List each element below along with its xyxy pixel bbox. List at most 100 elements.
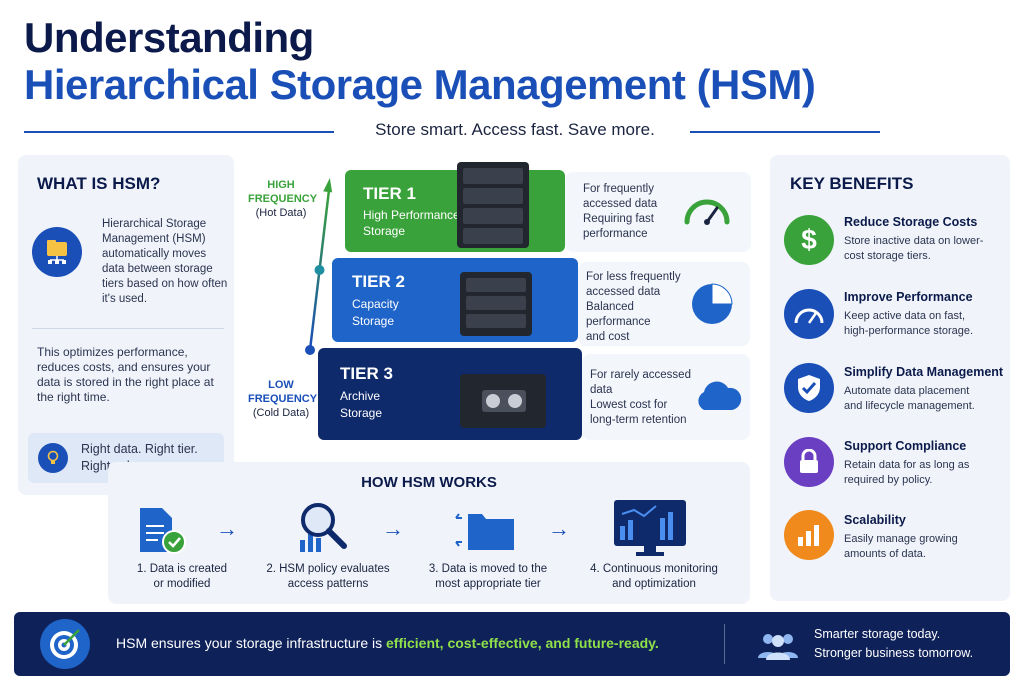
tier-2-desc-2: accessed data [586, 286, 661, 298]
benefit-3-line-2: and lifecycle management. [844, 400, 975, 412]
title-line-1: Understanding [24, 14, 314, 61]
tier-1-description: For frequently accessed data Requiring f… [565, 172, 751, 252]
title-rule-right [690, 131, 880, 133]
tier-3-line-2: Storage [340, 406, 383, 420]
callout-box: Right data. Right tier. Right value. [28, 433, 224, 483]
footer-highlight: efficient, cost-effective, and future-re… [386, 635, 659, 651]
benefit-3-title: Simplify Data Management [844, 365, 1004, 379]
key-benefits-panel: KEY BENEFITS $ Reduce Storage Costs Stor… [770, 155, 1010, 601]
pie-chart-icon [692, 283, 733, 324]
tier-1-name: TIER 1 [363, 184, 416, 203]
subtitle: Store smart. Access fast. Save more. [375, 120, 655, 139]
tier-1-desc-1: For frequently [583, 183, 654, 195]
step-2-line-1: 2. HSM policy evaluates [266, 563, 390, 575]
cold-data-note: (Cold Data) [252, 407, 310, 419]
benefit-4-line-2: required by policy. [844, 474, 933, 486]
tier-3-desc-2: data [590, 384, 613, 396]
tier-2-block: TIER 2 Capacity Storage [332, 258, 578, 342]
monitor-dashboard-icon [614, 500, 686, 556]
speedometer-icon [784, 289, 834, 339]
tier-2-description: For less frequently accessed data Balanc… [578, 262, 750, 346]
what-note: This optimizes performance, reduces cost… [37, 345, 214, 404]
low-label-line-1: LOW [268, 379, 294, 391]
benefit-4-line-1: Retain data for as long as [844, 459, 970, 471]
shield-check-icon [784, 363, 834, 413]
tier-1-desc-4: performance [583, 228, 648, 240]
dollar-icon: $ [784, 215, 834, 265]
tier-1-line-2: Storage [363, 224, 406, 238]
tier-2-desc-3: Balanced [586, 301, 634, 313]
tier-2-line-1: Capacity [352, 297, 399, 311]
tier-2-desc-5: and cost [586, 331, 630, 343]
high-label-line-2: FREQUENCY [248, 193, 318, 205]
step-4-line-1: 4. Continuous monitoring [590, 563, 718, 575]
benefit-5-desc: Easily manage growing amounts of data. [844, 532, 958, 562]
tier-1-desc-2: accessed data [583, 198, 658, 210]
footer-divider [724, 624, 725, 664]
what-description: Hierarchical Storage Management (HSM) au… [102, 218, 228, 305]
title-rule-left [24, 131, 334, 133]
tier-1-block: TIER 1 High Performance Storage [345, 162, 565, 252]
benefit-1-line-1: Store inactive data on lower- [844, 235, 984, 247]
footer-message: HSM ensures your storage infrastructure … [116, 635, 659, 651]
lock-icon [784, 437, 834, 487]
step-1-line-2: or modified [153, 578, 211, 590]
how-heading: HOW HSM WORKS [361, 474, 497, 491]
lightbulb-icon [38, 443, 68, 473]
footer-right-line-2: Stronger business tomorrow. [814, 646, 974, 660]
folder-move-icon [455, 513, 514, 550]
benefit-1-title: Reduce Storage Costs [844, 215, 978, 229]
users-group-icon [758, 634, 798, 660]
arrow-right-icon: → [548, 516, 570, 541]
low-frequency-label: LOW FREQUENCY (Cold Data) [248, 378, 317, 420]
benefit-2-desc: Keep active data on fast, high-performan… [844, 309, 973, 339]
hot-data-note: (Hot Data) [255, 207, 307, 219]
server-rack-icon [457, 162, 529, 248]
tier-3-line-1: Archive [340, 389, 381, 403]
divider [32, 328, 224, 329]
benefit-4-desc: Retain data for as long as required by p… [844, 458, 969, 488]
bar-chart-icon [784, 510, 834, 560]
step-3-line-1: 3. Data is moved to the [428, 563, 548, 575]
benefit-5-line-1: Easily manage growing [844, 533, 958, 545]
magnifier-chart-icon [300, 503, 347, 552]
speed-gauge-icon [684, 199, 730, 225]
benefit-5-title: Scalability [844, 513, 906, 527]
step-2-line-2: access patterns [287, 578, 369, 590]
cloud-icon [698, 381, 742, 410]
step-4-line-2: and optimization [612, 578, 696, 590]
target-icon [40, 619, 90, 669]
step-2-label: 2. HSM policy evaluates access patterns [248, 562, 408, 592]
tier-3-description: For rarely accessed data Lowest cost for… [582, 354, 750, 440]
benefit-2-line-1: Keep active data on fast, [844, 310, 966, 322]
tier-3-desc-1: For rarely accessed [590, 369, 691, 381]
tier-2-name: TIER 2 [352, 272, 405, 291]
storage-server-icon [460, 272, 532, 336]
tier-2-desc-4: performance [586, 316, 651, 328]
tier-1-line-1: High Performance [363, 208, 460, 222]
tier-1-desc-3: Requiring fast [583, 213, 654, 225]
folder-network-icon [32, 227, 82, 277]
tape-archive-icon [460, 374, 546, 428]
benefit-3-line-1: Automate data placement [844, 385, 970, 397]
footer-banner: HSM ensures your storage infrastructure … [14, 612, 1010, 676]
benefit-1-desc: Store inactive data on lower- cost stora… [844, 234, 983, 264]
benefit-1-line-2: cost storage tiers. [844, 250, 931, 262]
step-3-label: 3. Data is moved to the most appropriate… [408, 562, 568, 592]
footer-right-text: Smarter storage today. Stronger business… [814, 625, 973, 663]
benefit-5-line-2: amounts of data. [844, 548, 926, 560]
benefit-3-desc: Automate data placement and lifecycle ma… [844, 384, 975, 414]
what-is-hsm-panel: WHAT IS HSM? Hierarchical Storage Manage… [18, 155, 234, 495]
footer-right-line-1: Smarter storage today. [814, 627, 941, 641]
title-line-2: Hierarchical Storage Management (HSM) [24, 61, 816, 108]
benefit-4-title: Support Compliance [844, 439, 967, 453]
arrow-right-icon: → [216, 516, 238, 541]
step-4-label: 4. Continuous monitoring and optimizatio… [570, 562, 738, 592]
tier-3-desc-4: long-term retention [590, 414, 687, 426]
how-hsm-works-panel: HOW HSM WORKS 1. Data is created or modi… [108, 462, 750, 604]
step-1-label: 1. Data is created or modified [108, 562, 256, 592]
step-1-line-1: 1. Data is created [136, 563, 228, 575]
tier-3-name: TIER 3 [340, 364, 393, 383]
document-check-icon [140, 508, 186, 554]
tier-3-desc-3: Lowest cost for [590, 399, 668, 411]
